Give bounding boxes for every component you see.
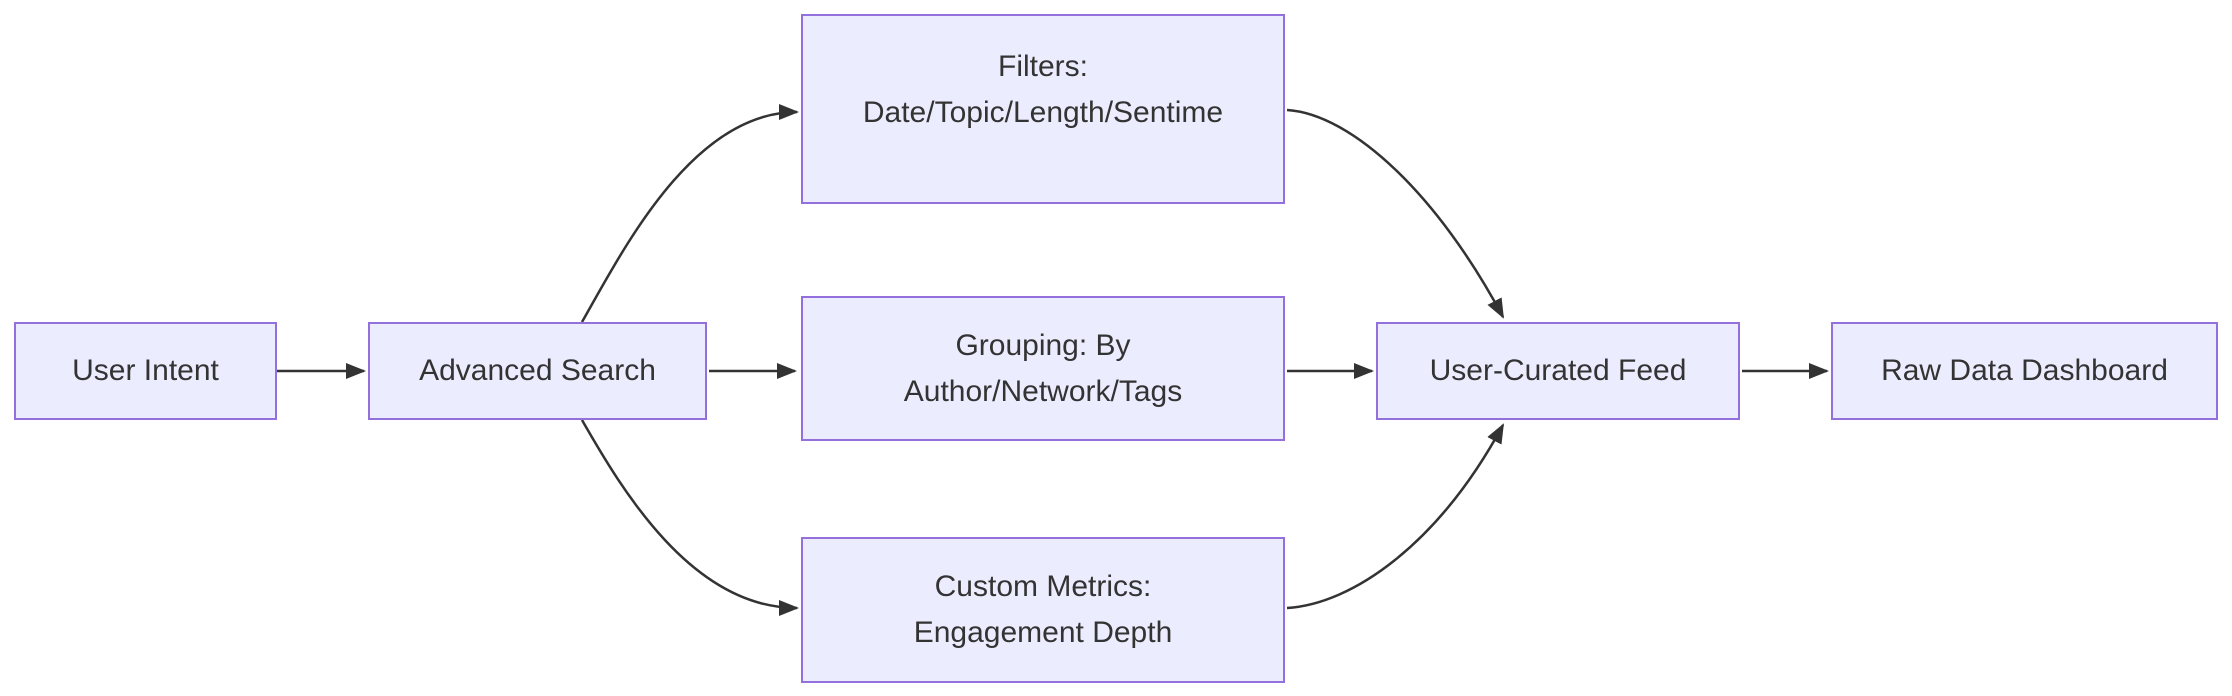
node-raw-data-dashboard: Raw Data Dashboard xyxy=(1831,322,2218,420)
node-label-line: Date/Topic/Length/Sentime xyxy=(862,96,1224,129)
node-advanced-search: Advanced Search xyxy=(368,322,707,420)
edge-advanced-search-to-filters xyxy=(580,104,799,323)
node-label-line: Custom Metrics: xyxy=(934,570,1152,603)
node-user-curated-feed: User-Curated Feed xyxy=(1376,322,1740,420)
node-label-line: User Intent xyxy=(72,354,219,387)
edge-advanced-search-to-custom-metrics xyxy=(580,419,799,616)
edge-custom-metrics-to-user-curated-feed xyxy=(1286,423,1505,610)
node-label-line: Engagement Depth xyxy=(913,616,1173,649)
node-custom-metrics: Custom Metrics: Engagement Depth xyxy=(801,537,1285,683)
node-label-line: Advanced Search xyxy=(419,354,656,387)
node-label-line: Filters: xyxy=(998,50,1088,83)
node-label-line: User-Curated Feed xyxy=(1429,354,1687,387)
node-grouping: Grouping: By Author/Network/Tags xyxy=(801,296,1285,441)
node-label-line: Raw Data Dashboard xyxy=(1881,354,2168,387)
node-label-line: Grouping: By xyxy=(955,328,1131,362)
node-filters: Filters: Date/Topic/Length/Sentime xyxy=(801,14,1285,204)
node-user-intent: User Intent xyxy=(14,322,277,420)
edge-filters-to-user-curated-feed xyxy=(1286,108,1505,319)
node-label-line: Author/Network/Tags xyxy=(903,374,1183,408)
